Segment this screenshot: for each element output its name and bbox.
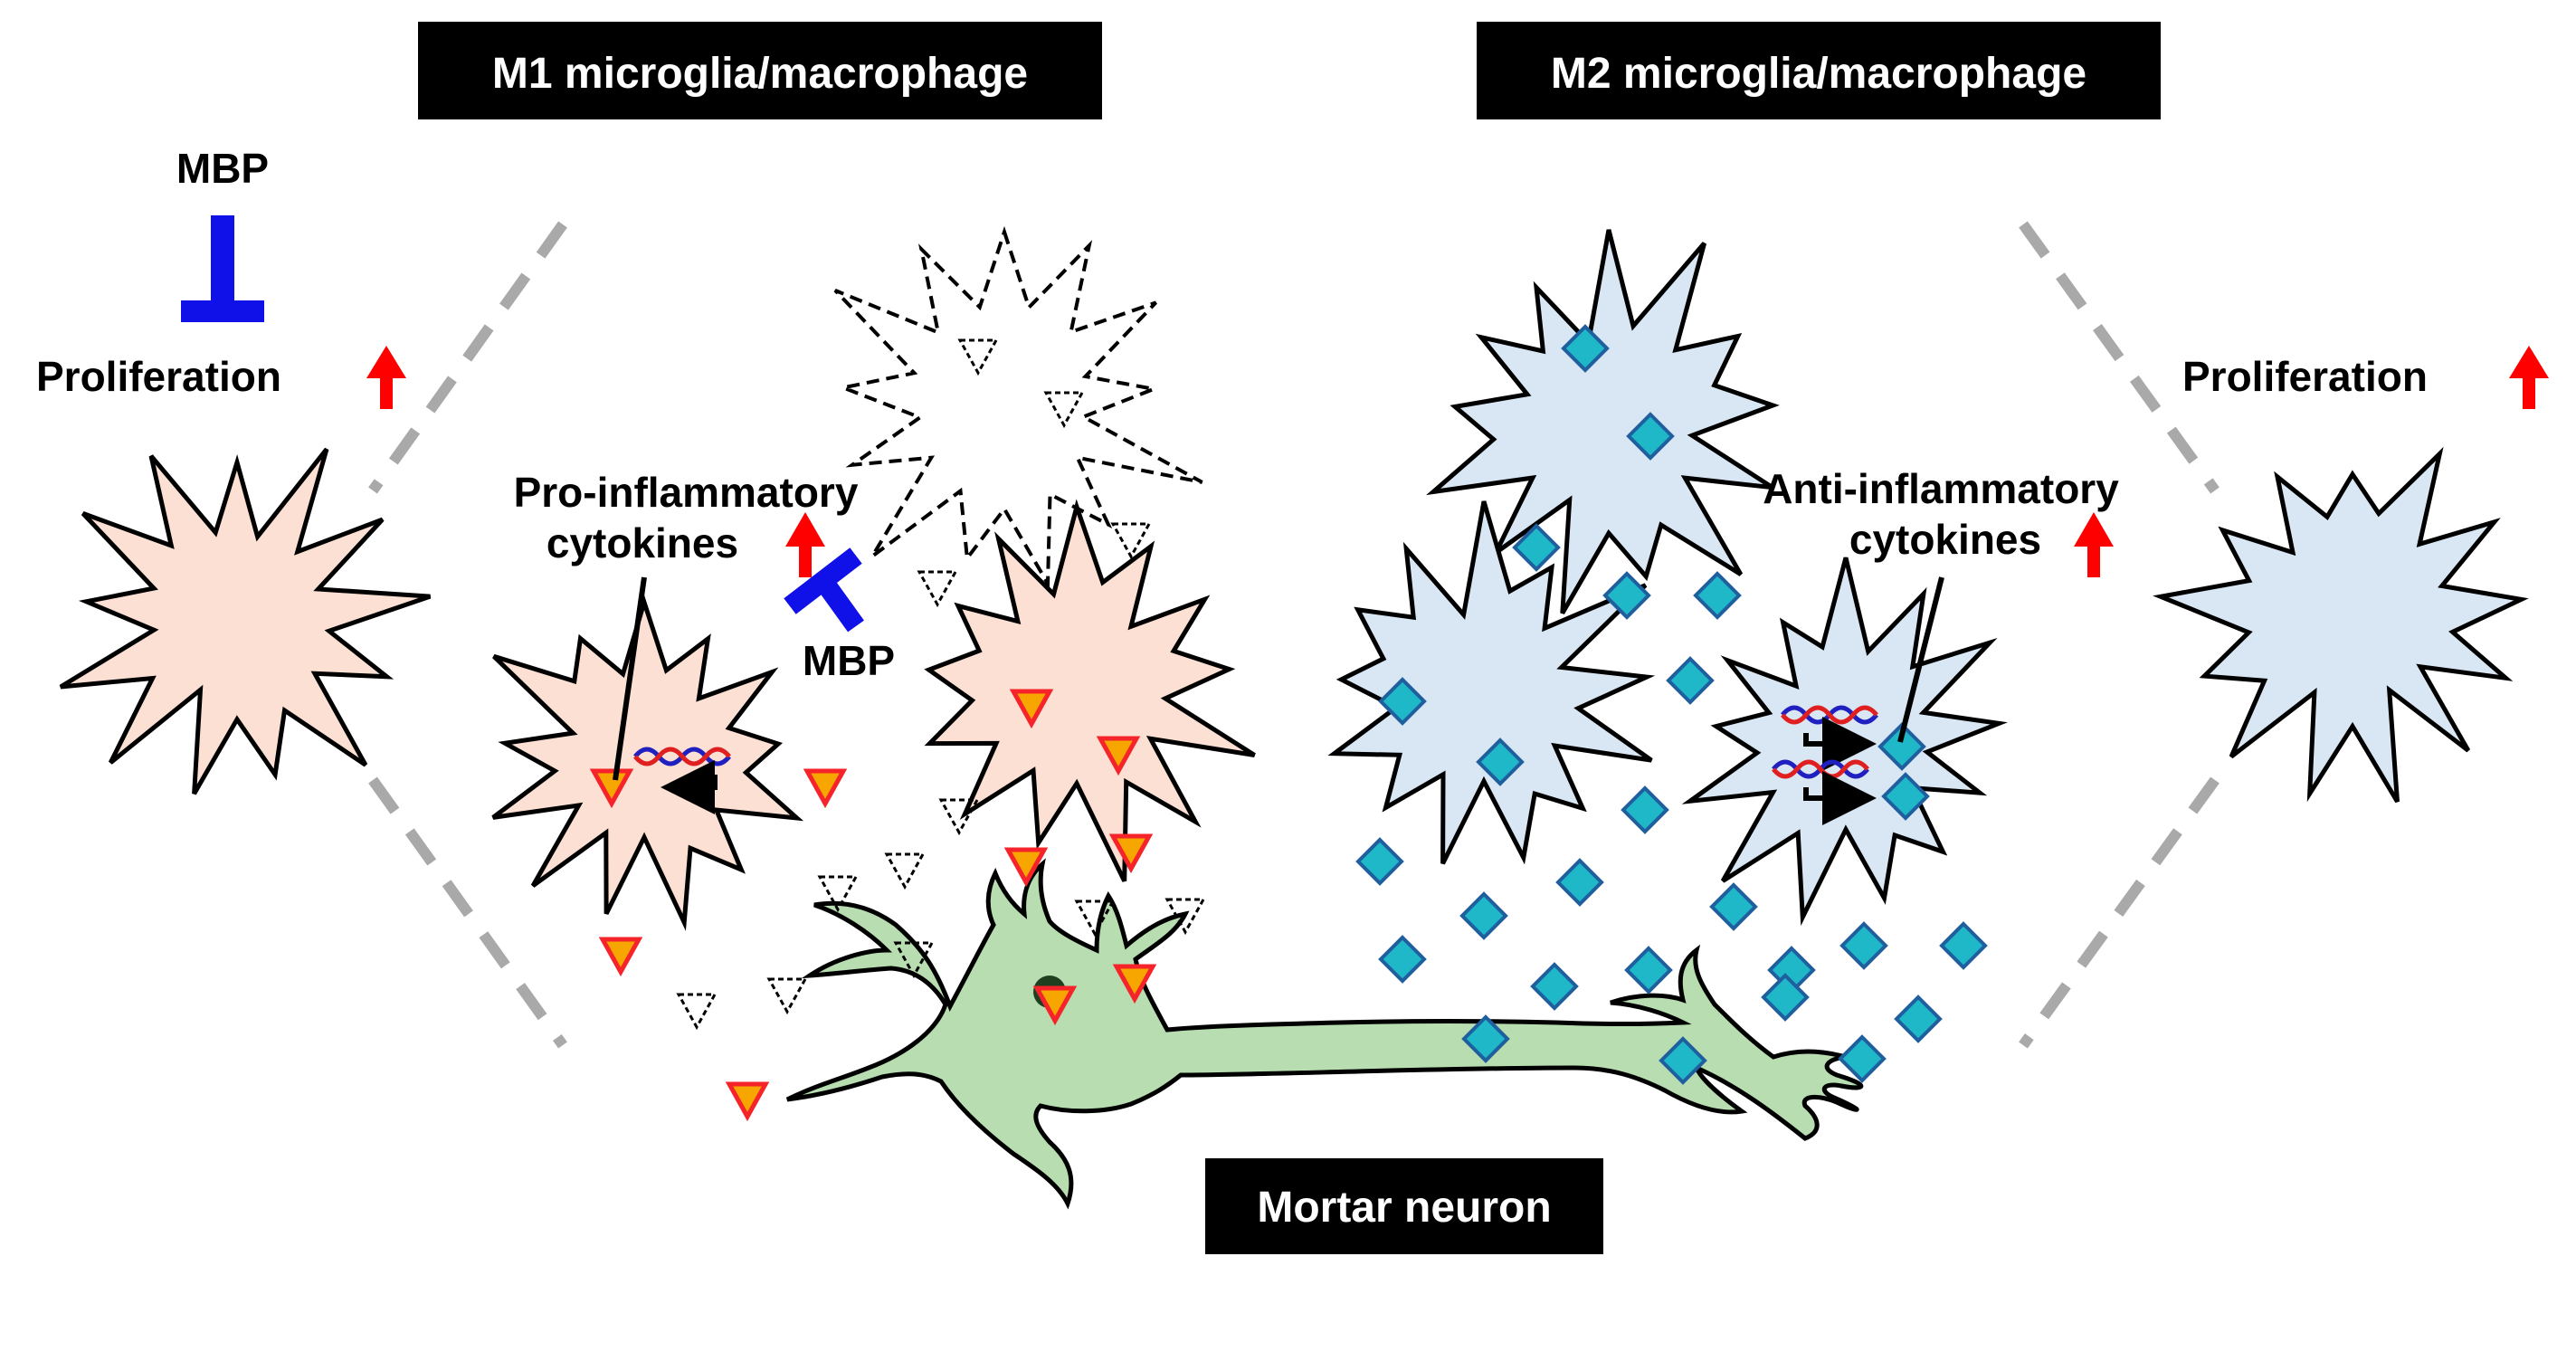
arrow-up-icon (366, 346, 406, 409)
anti-inflammatory-cytokine (1666, 656, 1715, 705)
m2-cell-dna (1681, 557, 2008, 927)
inactive-cytokine (938, 798, 980, 836)
mbp-label-mid: MBP (803, 637, 895, 684)
arrow-up-icon (2074, 512, 2114, 577)
anti-inflammatory-cytokine (1709, 882, 1758, 931)
pointer-line-pro (613, 576, 647, 781)
m1-title: M1 microglia/macrophage (492, 50, 1028, 98)
anti-inflammatory-cytokine (1624, 946, 1673, 995)
anti-inflammatory-cytokine (1602, 571, 1651, 620)
anti-inflammatory-cytokine (1839, 921, 1888, 970)
inactive-cytokine (917, 570, 958, 608)
m2-cell-far-right (2153, 446, 2529, 804)
inactive-cytokine (893, 941, 935, 979)
anti-inflammatory-cytokine (1530, 962, 1579, 1011)
inactive-cytokine (1110, 522, 1152, 560)
pro-inflammatory-cytokine (1032, 985, 1078, 1026)
anti-inflammatory-cytokine (1838, 1034, 1887, 1083)
inactive-cytokine (884, 852, 926, 890)
arrow-up-icon (2509, 346, 2549, 409)
anti-inflammatory-cytokine (1561, 324, 1610, 373)
inactive-cytokine (1164, 898, 1206, 936)
arrow-up-icon (785, 512, 825, 577)
pro-inflammatory-cytokine (589, 768, 634, 809)
m2-title: M2 microglia/macrophage (1551, 50, 2086, 98)
mortar-neuron (785, 858, 1864, 1210)
proliferation-label-left: Proliferation (36, 353, 281, 400)
m1-cell-far-left (59, 447, 432, 795)
anti-inflammatory-cytokine (1659, 1036, 1707, 1085)
mbp-label-top: MBP (176, 145, 269, 192)
anti-inflammatory-cytokine (1939, 921, 1988, 970)
m1-title-box: M1 microglia/macrophage (418, 22, 1102, 119)
pro-inflammatory-cytokine (725, 1081, 770, 1122)
mbp-inhibition-icon (181, 215, 264, 322)
anti-inflammatory-cytokine (1894, 995, 1943, 1043)
anti-inflammatory-cytokine (1378, 677, 1427, 726)
anti-inflammatory-label: Anti-inflammatory (1763, 465, 2119, 512)
pro-inflammatory-label-line2: cytokines (547, 519, 738, 566)
anti-inflammatory-cytokine (1626, 412, 1675, 461)
anti-inflammatory-cytokine (1461, 1014, 1510, 1063)
anti-inflammatory-cytokine (1877, 722, 1926, 771)
pro-inflammatory-cytokine (1112, 964, 1157, 1004)
anti-inflammatory-cytokine (1693, 571, 1742, 620)
anti-inflammatory-cytokine (1378, 935, 1427, 984)
m2-cell-top (1426, 229, 1780, 614)
neuron-body (785, 858, 1864, 1210)
pro-inflammatory-label: Pro-inflammatory (514, 469, 859, 516)
pro-inflammatory-cytokine (598, 937, 643, 977)
pro-inflammatory-cytokine (1108, 833, 1154, 874)
pro-inflammatory-cytokine (1003, 847, 1049, 888)
anti-inflammatory-cytokine (1555, 858, 1604, 907)
inactive-cytokine (1074, 899, 1116, 937)
m1-cell-right (924, 499, 1256, 882)
anti-inflammatory-cytokine (1355, 837, 1404, 886)
dead-cell-dashed (833, 225, 1203, 591)
anti-inflammatory-cytokine (1881, 772, 1930, 821)
dna-m2 (1772, 705, 1878, 825)
anti-inflammatory-cytokine (1761, 973, 1810, 1022)
inactive-cytokine (957, 338, 999, 376)
divider-right-upper (2019, 221, 2220, 494)
dashed-dividers (368, 221, 2220, 1049)
pointer-line-anti (1897, 576, 1944, 743)
cells-layer (59, 225, 2529, 931)
inactive-cytokine (766, 977, 808, 1015)
inactive-cytokine (1043, 391, 1085, 429)
divider-left-lower (368, 776, 567, 1049)
anti-inflammatory-label-line2: cytokines (1849, 516, 2041, 563)
m2-title-box: M2 microglia/macrophage (1477, 22, 2161, 119)
inactive-cytokine (817, 875, 859, 913)
cytokine-markers (589, 324, 1988, 1122)
mortar-neuron-label: Mortar neuron (1257, 1184, 1551, 1232)
inactive-cytokine (676, 993, 718, 1031)
proliferation-label-right: Proliferation (2182, 353, 2428, 400)
anti-inflammatory-cytokine (1512, 523, 1561, 572)
anti-inflammatory-cytokine (1621, 785, 1669, 834)
mortar-neuron-label-box: Mortar neuron (1205, 1158, 1603, 1254)
anti-inflammatory-cytokine (1459, 891, 1508, 940)
m2-cell-left (1327, 500, 1656, 865)
divider-left-upper (368, 221, 567, 494)
mbp-blocker-icon (784, 547, 864, 633)
pro-inflammatory-cytokine (1096, 736, 1141, 776)
divider-right-lower (2019, 776, 2220, 1049)
pro-inflammatory-cytokine (1009, 689, 1054, 729)
dna-m1 (633, 747, 731, 814)
anti-inflammatory-cytokine (1476, 738, 1525, 786)
pro-inflammatory-cytokine (803, 768, 848, 809)
